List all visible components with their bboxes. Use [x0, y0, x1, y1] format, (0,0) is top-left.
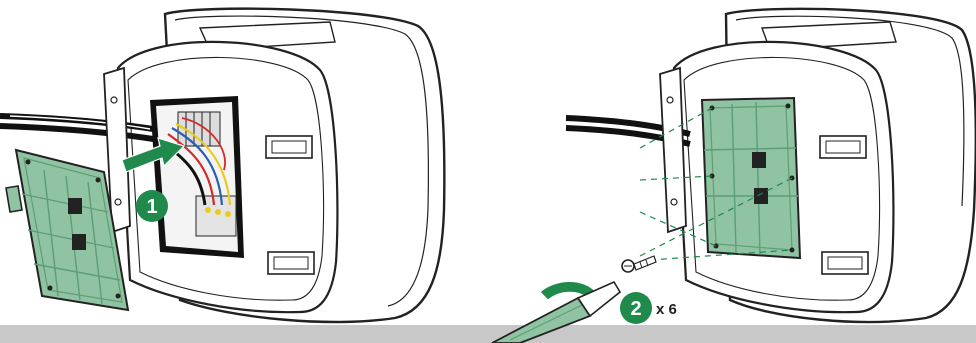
- footer-band: [0, 325, 976, 343]
- screw-icon: [621, 255, 657, 273]
- step-1-badge: 1: [136, 190, 168, 222]
- terminal-cover: [5, 148, 130, 312]
- screwdriver-icon: [491, 280, 622, 343]
- step-2-illustration: 2 x 6: [491, 7, 976, 343]
- mounting-slot-lower: [267, 251, 315, 275]
- mounting-slot-lower: [821, 251, 869, 275]
- screw-alignment-lines: [639, 107, 793, 261]
- step-1-illustration: 1: [0, 7, 446, 324]
- mounting-slot-upper: [819, 135, 867, 159]
- screw-count-label: x 6: [656, 301, 677, 318]
- terminal-cover-installed: [700, 96, 802, 260]
- arrow-right-icon: [121, 137, 186, 173]
- step-2-badge: 2: [620, 292, 652, 324]
- wiring-compartment: [150, 96, 244, 258]
- mounting-slot-upper: [265, 135, 313, 159]
- supply-cables: [0, 113, 161, 143]
- step-2-number: 2: [630, 298, 641, 320]
- step-1-number: 1: [146, 196, 157, 218]
